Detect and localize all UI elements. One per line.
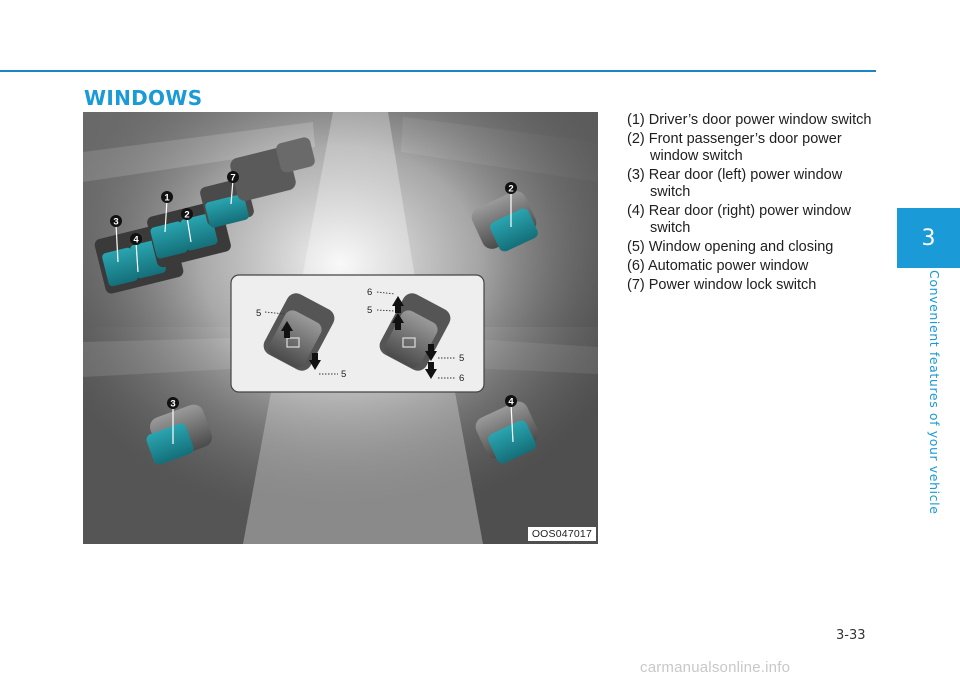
inset-label-right-down-inner: 5 [459, 353, 464, 364]
chapter-title: Convenient features of your vehicle [927, 270, 942, 515]
driver-switch-cluster [94, 137, 315, 294]
inset-label-right-up-outer: 6 [367, 287, 372, 298]
rear-left-switch [146, 404, 213, 465]
legend-item: (7) Power window lock switch [627, 277, 817, 293]
callout-front-passenger: 2 [508, 184, 513, 195]
callout-2: 2 [184, 210, 189, 221]
rear-right-switch [475, 401, 539, 464]
front-passenger-switch [471, 191, 538, 252]
inset-label-left-up: 5 [256, 308, 261, 319]
page-number: 3-33 [836, 628, 866, 643]
inset-label-right-down-outer: 6 [459, 373, 464, 384]
section-title: WINDOWS [84, 86, 203, 110]
header-rule [0, 70, 876, 72]
inset-detail-box: 5 5 6 5 5 6 [230, 274, 485, 393]
legend-item: (6) Automatic power window [627, 258, 809, 274]
window-switches-figure: 3 4 1 2 7 2 3 4 [83, 112, 598, 544]
inset-label-right-up-inner: 5 [367, 305, 372, 316]
callout-1: 1 [164, 193, 170, 204]
legend-item: (3) Rear door (left) power window switch [627, 167, 843, 200]
legend-list: (1) Driver’s door power window switch (2… [627, 112, 877, 296]
legend-item: (2) Front passenger’s door power window … [627, 131, 842, 164]
chapter-number-tab: 3 [897, 208, 960, 268]
figure-code: OOS047017 [527, 527, 596, 541]
inset-label-left-down: 5 [341, 369, 346, 380]
callout-rear-left: 3 [170, 399, 175, 410]
legend-item: (1) Driver’s door power window switch [627, 112, 872, 128]
callout-7: 7 [230, 173, 235, 184]
callout-3: 3 [113, 217, 118, 228]
legend-item: (5) Window opening and closing [627, 239, 834, 255]
watermark: carmanualsonline.info [640, 659, 791, 676]
callout-4: 4 [133, 235, 139, 246]
callout-rear-right: 4 [508, 397, 514, 408]
legend-item: (4) Rear door (right) power window switc… [627, 203, 852, 236]
